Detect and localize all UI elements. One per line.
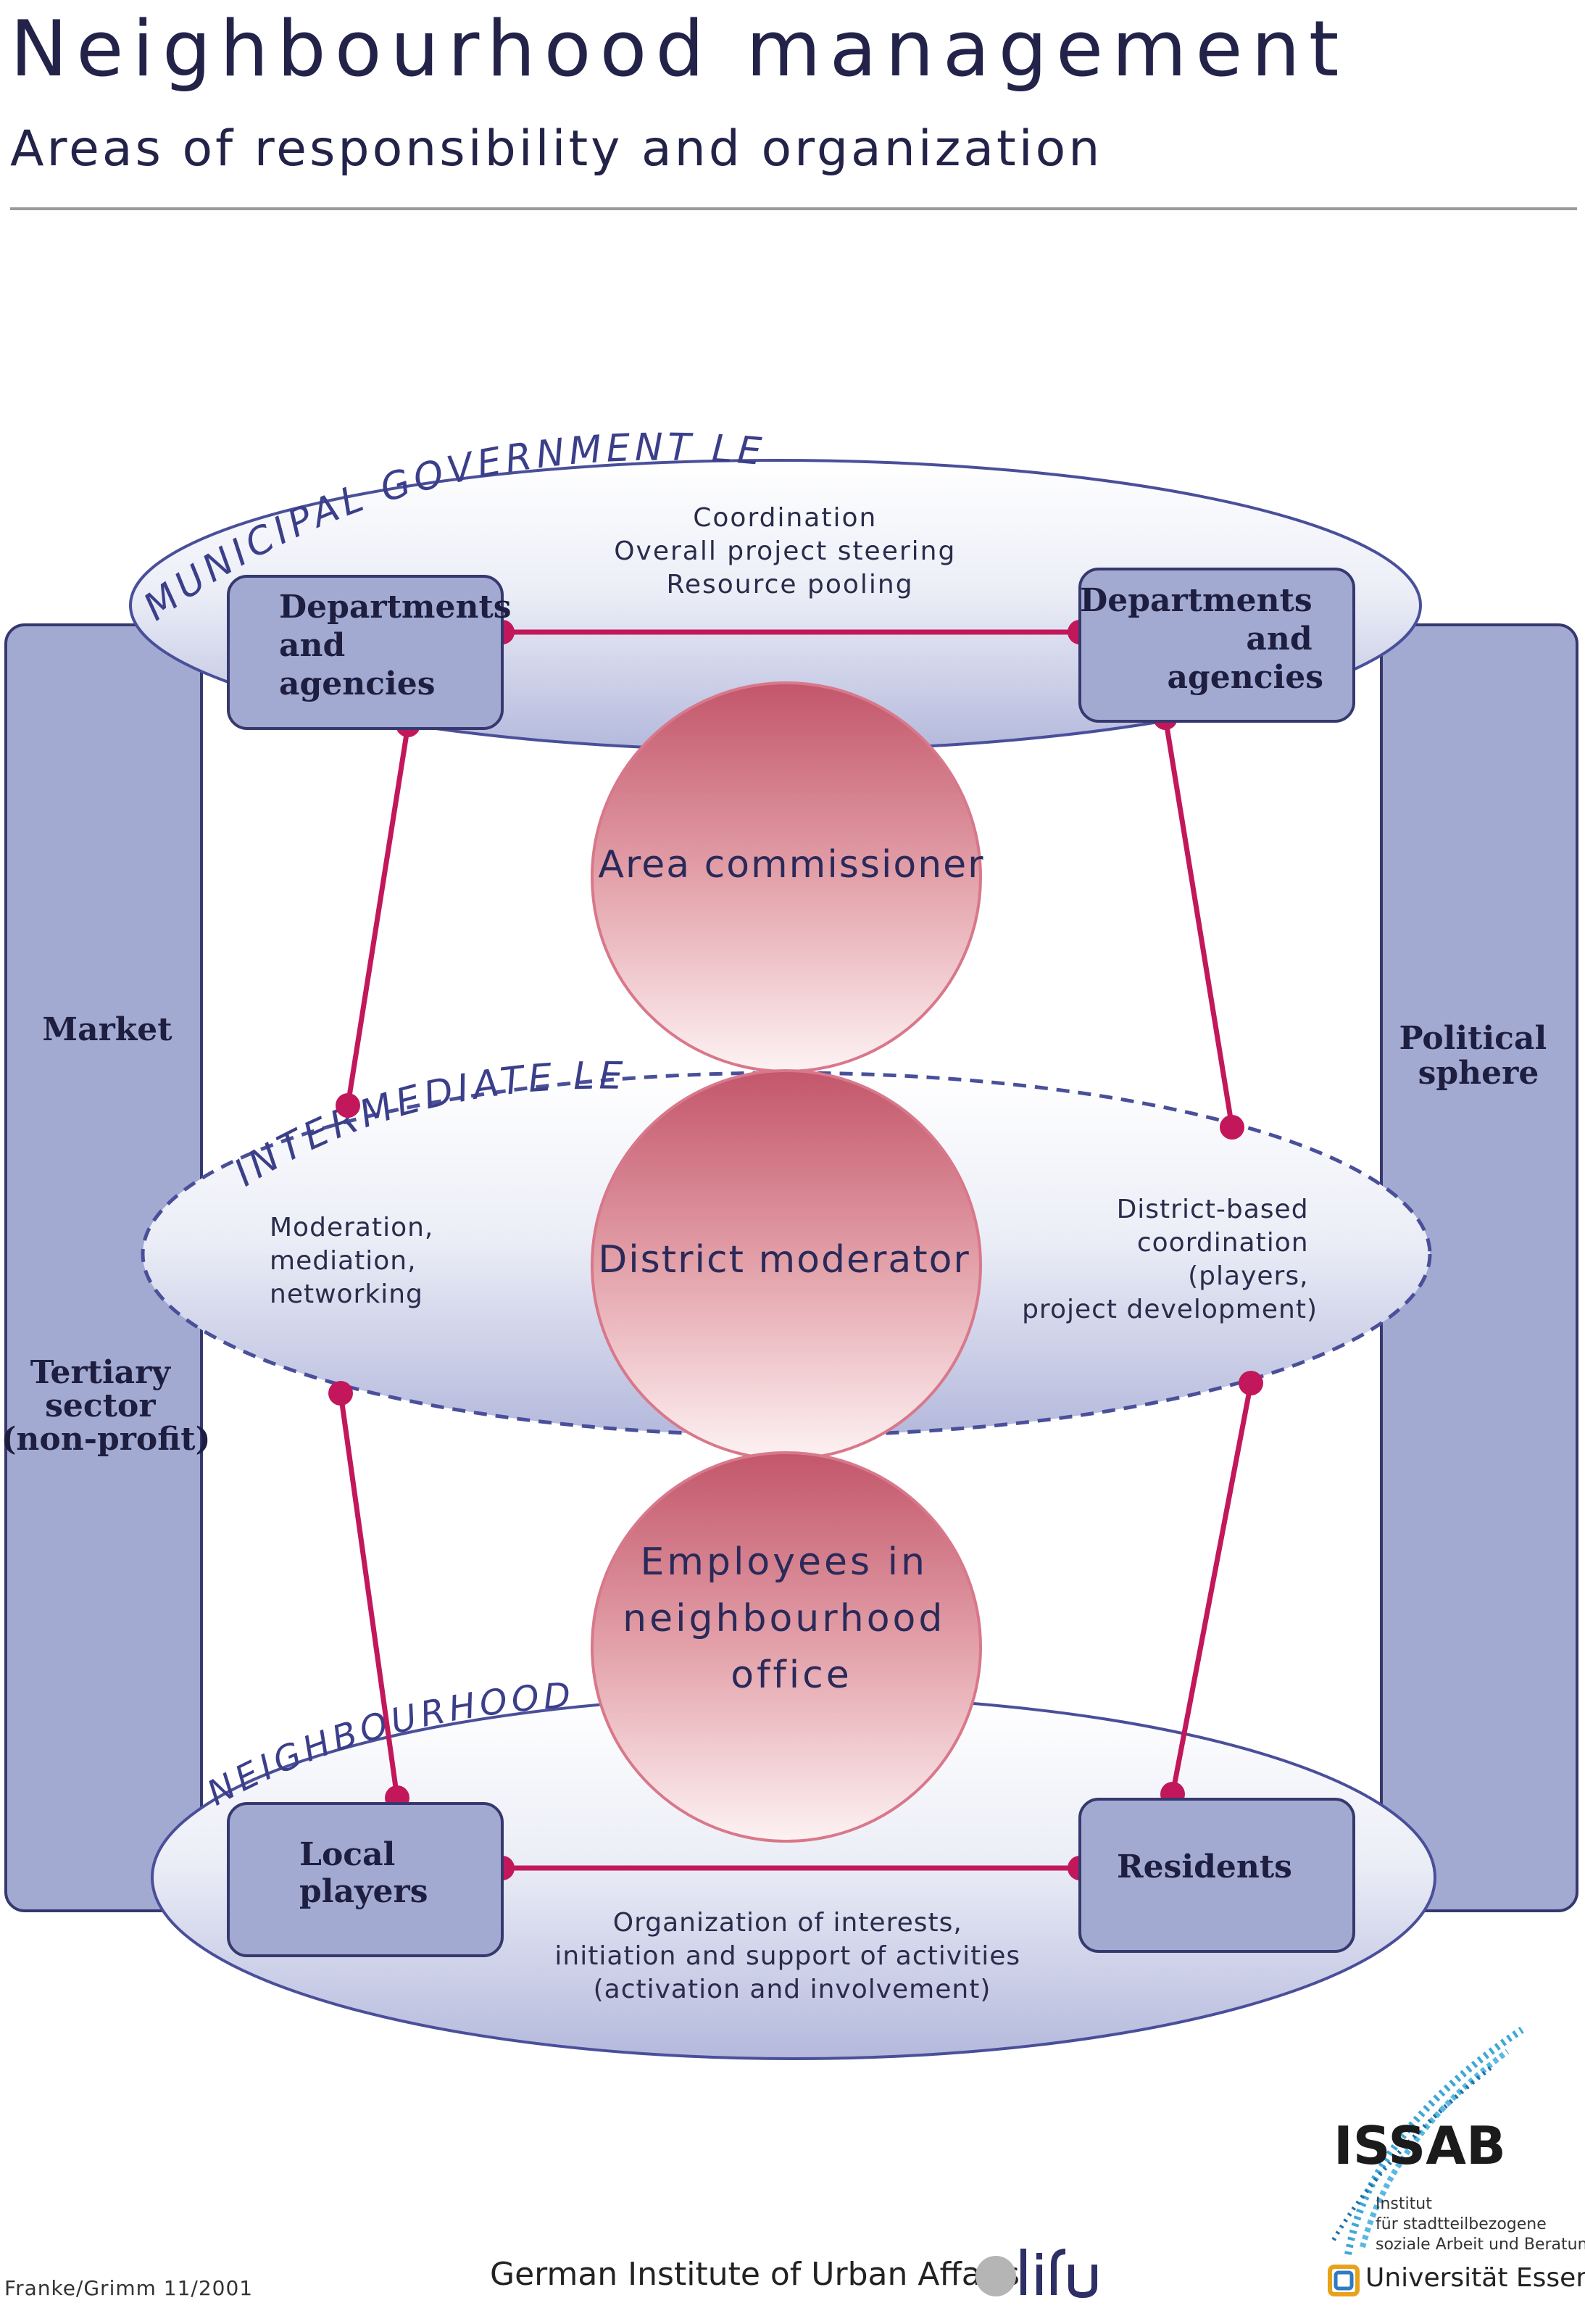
university-name: Universität Essen bbox=[1365, 2263, 1585, 2293]
header-divider bbox=[10, 207, 1577, 210]
residents-box bbox=[1078, 1798, 1355, 1953]
issab-subtitle-line-2: für stadtteilbezogene bbox=[1376, 2215, 1547, 2233]
municipal-description: Coordination Overall project steering Re… bbox=[614, 503, 966, 599]
connector-lines bbox=[338, 629, 1254, 1871]
local-players-label: Local players bbox=[299, 1836, 428, 1910]
district-moderator-label: District moderator bbox=[598, 1238, 970, 1282]
page-subtitle: Areas of responsibility and organization bbox=[10, 120, 1103, 178]
issab-swoosh-logo bbox=[1331, 2026, 1524, 2255]
issab-subtitle-line-3: soziale Arbeit und Beratung bbox=[1376, 2236, 1585, 2254]
university-logo-icon bbox=[1328, 2265, 1360, 2296]
institute-name: German Institute of Urban Affairs bbox=[490, 2256, 1020, 2293]
page-title: Neighbourhood management bbox=[10, 4, 1348, 94]
difu-logo bbox=[975, 2249, 1097, 2299]
neighbourhood-office-label: Employees in neighbourhood office bbox=[623, 1540, 960, 1697]
market-label: Market bbox=[42, 1011, 172, 1048]
area-commissioner-label: Area commissioner bbox=[598, 843, 984, 887]
neighbourhood-description: Organization of interests, initiation an… bbox=[554, 1908, 1029, 2004]
neighbourhood-office-circle bbox=[591, 1451, 982, 1843]
credit-note: Franke/Grimm 11/2001 bbox=[4, 2276, 254, 2300]
local-players-box bbox=[227, 1802, 504, 1957]
intermediate-description-left: Moderation, mediation, networking bbox=[270, 1213, 443, 1309]
issab-subtitle-line-1: Institut bbox=[1376, 2195, 1432, 2213]
residents-label: Residents bbox=[1117, 1848, 1292, 1885]
issab-wordmark: ISSAB bbox=[1334, 2115, 1506, 2176]
departments-label-right: Departments and agencies bbox=[1080, 582, 1323, 696]
political-sphere-label: Political sphere bbox=[1399, 1020, 1557, 1092]
departments-box-left bbox=[227, 575, 504, 730]
tertiary-sector-label: Tertiary sector (non-profit) bbox=[1, 1354, 211, 1458]
intermediate-description-right: District-based coordination (players, pr… bbox=[1022, 1195, 1318, 1324]
departments-box-right bbox=[1078, 568, 1355, 723]
departments-label-left: Departments and agencies bbox=[279, 589, 523, 702]
